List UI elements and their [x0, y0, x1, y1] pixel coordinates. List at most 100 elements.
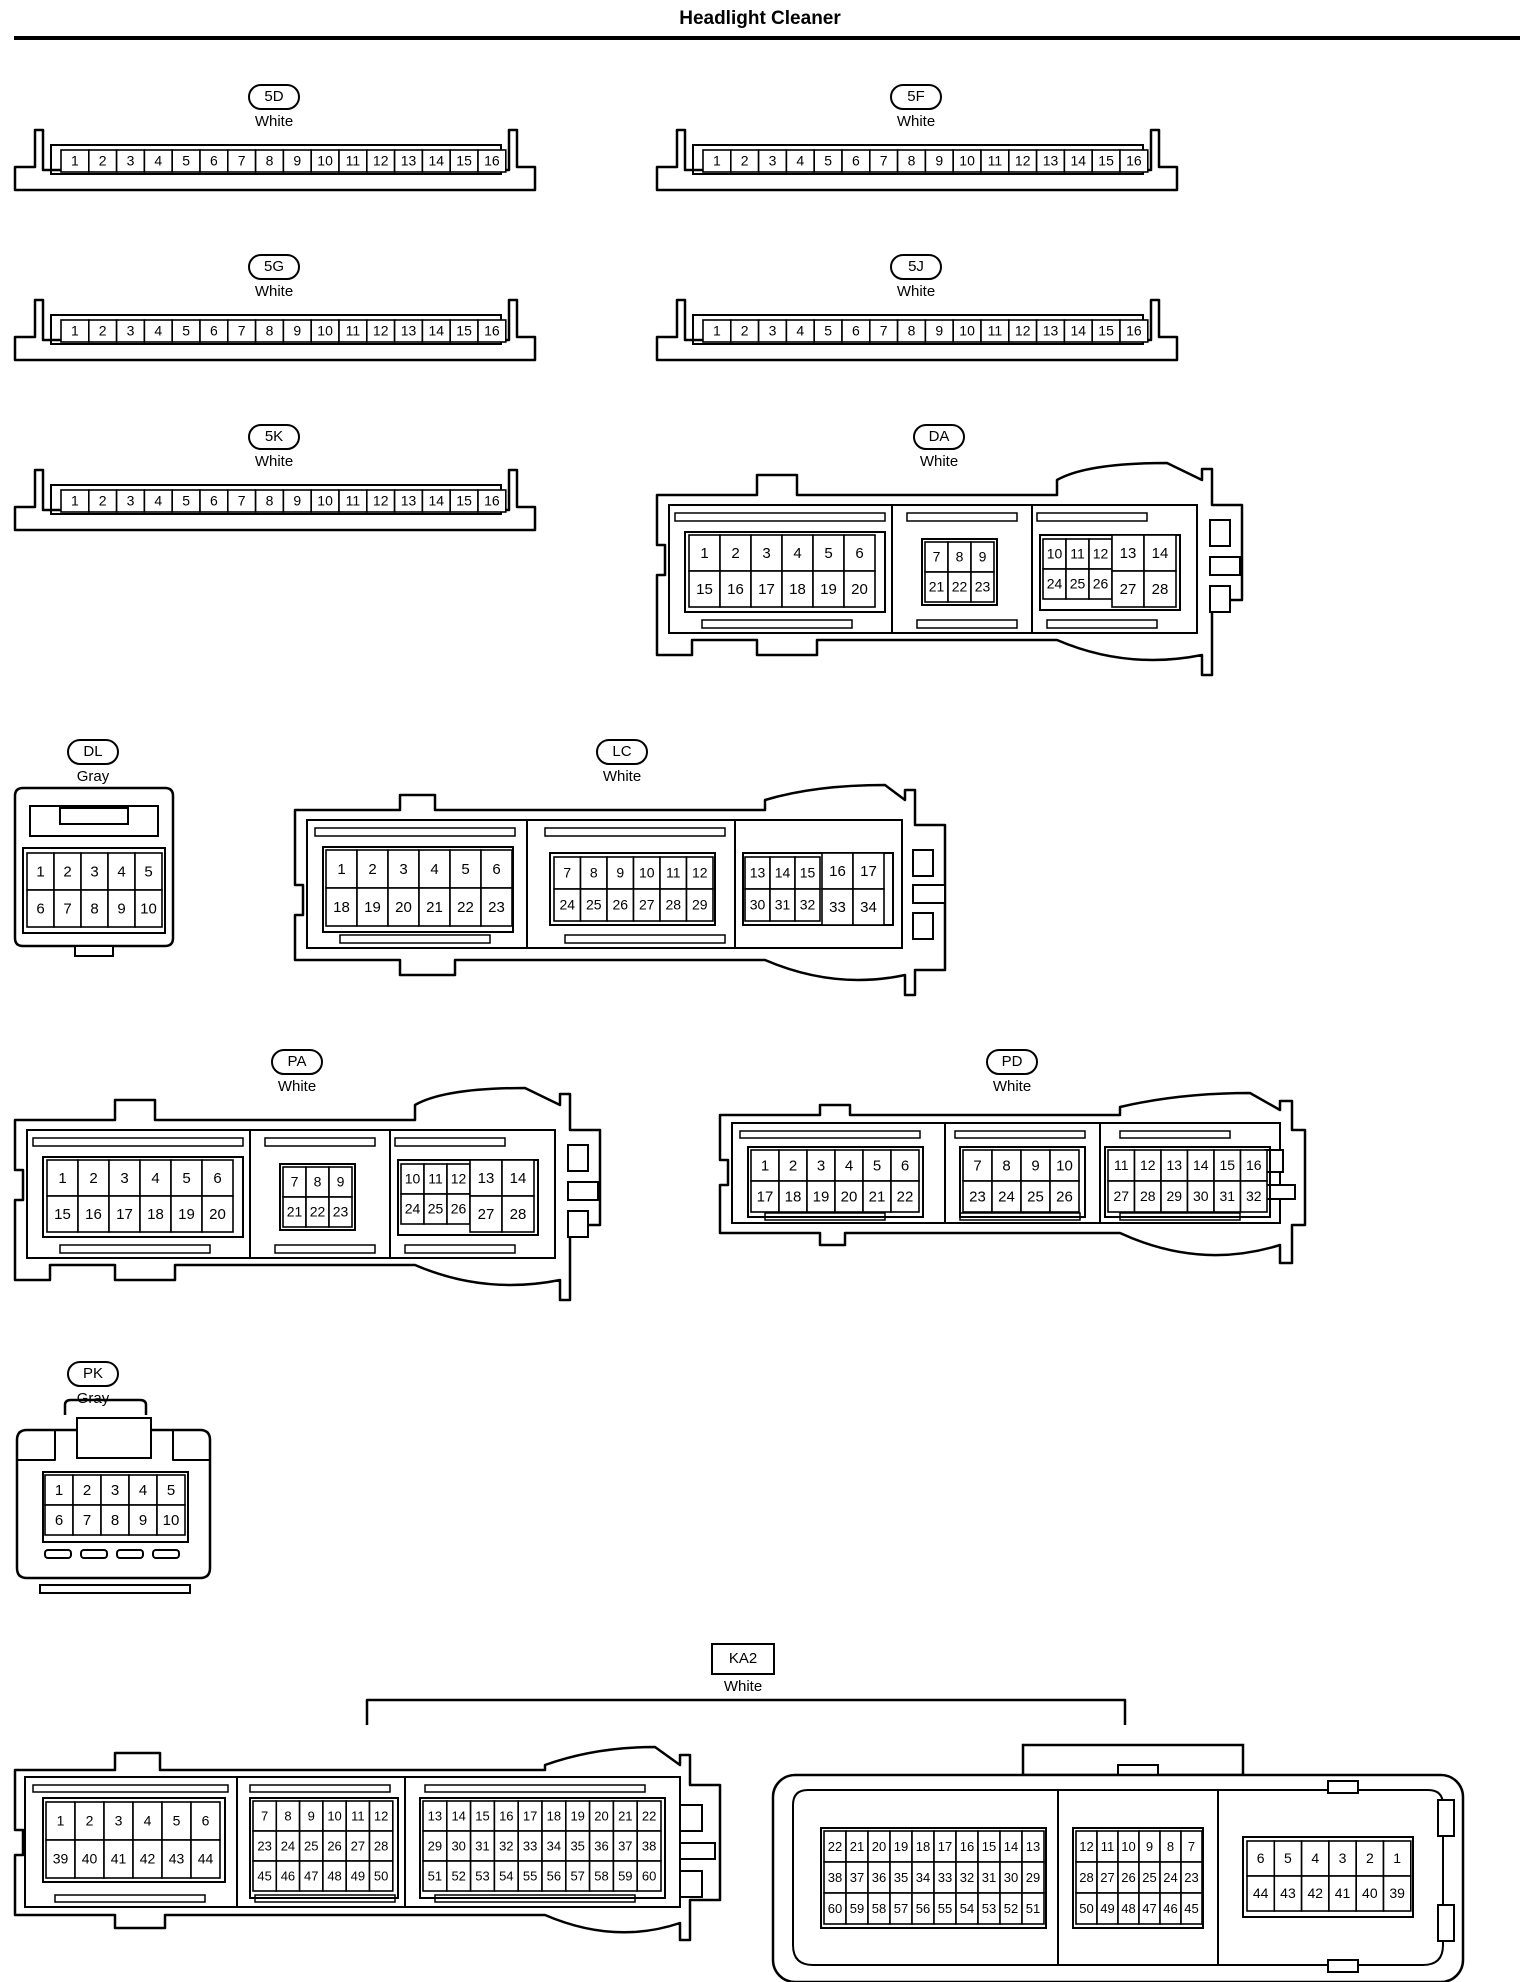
pin-cell: [325, 849, 358, 889]
pin-number: 6: [210, 493, 218, 509]
pin-cell: [1328, 1840, 1358, 1877]
pin-number: 4: [117, 863, 125, 880]
pin-number: 11: [428, 1171, 443, 1187]
pin-number: 7: [238, 153, 246, 169]
pin-number: 10: [1121, 1839, 1135, 1854]
pin-number: 18: [789, 581, 806, 598]
pin-number: 28: [374, 1838, 388, 1853]
connector-id: PA: [288, 1053, 307, 1070]
pin-number: 59: [850, 1901, 864, 1916]
pin-number: 10: [317, 323, 333, 339]
pin-number: 21: [426, 899, 443, 916]
pin-cell: [636, 1860, 662, 1892]
pin-number: 27: [639, 897, 655, 913]
connector-id: 5F: [907, 88, 925, 105]
pin-number: 55: [523, 1868, 537, 1883]
pin-number: 10: [1047, 546, 1063, 562]
pin-number: 26: [1121, 1870, 1135, 1885]
connector-id: DL: [83, 743, 102, 760]
pin-cell: [1107, 1180, 1136, 1213]
pin-cell: [719, 534, 752, 572]
pin-number: 2: [741, 153, 749, 169]
pin-cell: [1273, 1875, 1303, 1912]
pin-number: 3: [90, 863, 98, 880]
pin-cell: [970, 571, 995, 603]
pin-number: 27: [351, 1838, 365, 1853]
pin-cell: [1021, 1892, 1045, 1925]
pin-number: 27: [1120, 581, 1137, 598]
pin-cell: [501, 1195, 535, 1233]
pin-number: 12: [1093, 546, 1109, 562]
key-tab: [39, 1584, 191, 1594]
pin-number: 5: [873, 1157, 881, 1174]
connector-id: KA2: [729, 1650, 757, 1667]
pin-number: 34: [547, 1838, 561, 1853]
section-divider: [526, 820, 736, 948]
pin-number: 13: [478, 1170, 495, 1187]
connector-id-badge: [248, 424, 300, 450]
pin-number: 47: [1142, 1901, 1156, 1916]
pin-number: 6: [202, 1813, 210, 1829]
pin-number: 48: [327, 1868, 341, 1883]
pin-number: 54: [499, 1868, 513, 1883]
pin-number: 12: [374, 1808, 388, 1823]
pin-number: 6: [901, 1157, 909, 1174]
connector-id: 5G: [264, 258, 284, 275]
pin-number: 24: [281, 1838, 295, 1853]
pin-number: 13: [1043, 153, 1059, 169]
pin-number: 28: [1140, 1188, 1156, 1204]
pin-number: 7: [973, 1157, 981, 1174]
pin-number: 5: [824, 545, 832, 562]
pin-cell: [77, 1195, 110, 1233]
pin-number: 39: [53, 1851, 69, 1867]
pin-number: 1: [57, 1813, 65, 1829]
pin-number: 33: [938, 1870, 952, 1885]
pin-number: 20: [594, 1808, 608, 1823]
pin-number: 10: [959, 153, 975, 169]
pin-cell: [1111, 534, 1145, 572]
connector-color: Gray: [77, 1390, 110, 1407]
connector-id-badge: [596, 739, 648, 765]
pin-number: 11: [1101, 1839, 1115, 1854]
side-lock: [1437, 1904, 1455, 1942]
pin-number: 41: [111, 1851, 127, 1867]
pin-cell: [781, 570, 814, 608]
pin-number: 8: [90, 900, 98, 917]
pin-number: 25: [304, 1838, 318, 1853]
pin-number: 9: [139, 1512, 147, 1529]
pin-number: 30: [1193, 1188, 1209, 1204]
pin-cell: [719, 570, 752, 608]
pin-number: 19: [820, 581, 837, 598]
pin-number: 8: [111, 1512, 119, 1529]
pin-cell: [890, 1149, 920, 1182]
pin-number: 28: [1152, 581, 1169, 598]
pin-number: 20: [872, 1839, 886, 1854]
pin-number: 25: [1027, 1188, 1044, 1205]
pin-number: 11: [666, 865, 681, 881]
pin-cell: [794, 888, 821, 922]
pin-number: 6: [36, 900, 44, 917]
pin-number: 1: [71, 153, 79, 169]
pin-number: 13: [750, 865, 766, 881]
pin-number: 14: [510, 1170, 527, 1187]
pin-number: 46: [281, 1868, 295, 1883]
connector-id-badge: [67, 739, 119, 765]
pin-number: 35: [894, 1870, 908, 1885]
latch-slot: [394, 1137, 506, 1147]
pin-number: 10: [140, 900, 157, 917]
pin-number: 1: [713, 153, 721, 169]
side-lock: [567, 1210, 589, 1238]
pin-cell: [1213, 1149, 1242, 1182]
pin-number: 8: [266, 153, 274, 169]
pin-number: 7: [63, 900, 71, 917]
pin-cell: [1239, 1180, 1268, 1213]
pin-number: 7: [933, 549, 941, 565]
pin-number: 5: [182, 493, 190, 509]
pin-number: 7: [291, 1174, 299, 1190]
pin-block: [42, 1156, 244, 1238]
pin-number: 11: [988, 153, 1003, 169]
pin-number: 3: [399, 861, 407, 878]
pin-cell: [103, 1839, 134, 1879]
